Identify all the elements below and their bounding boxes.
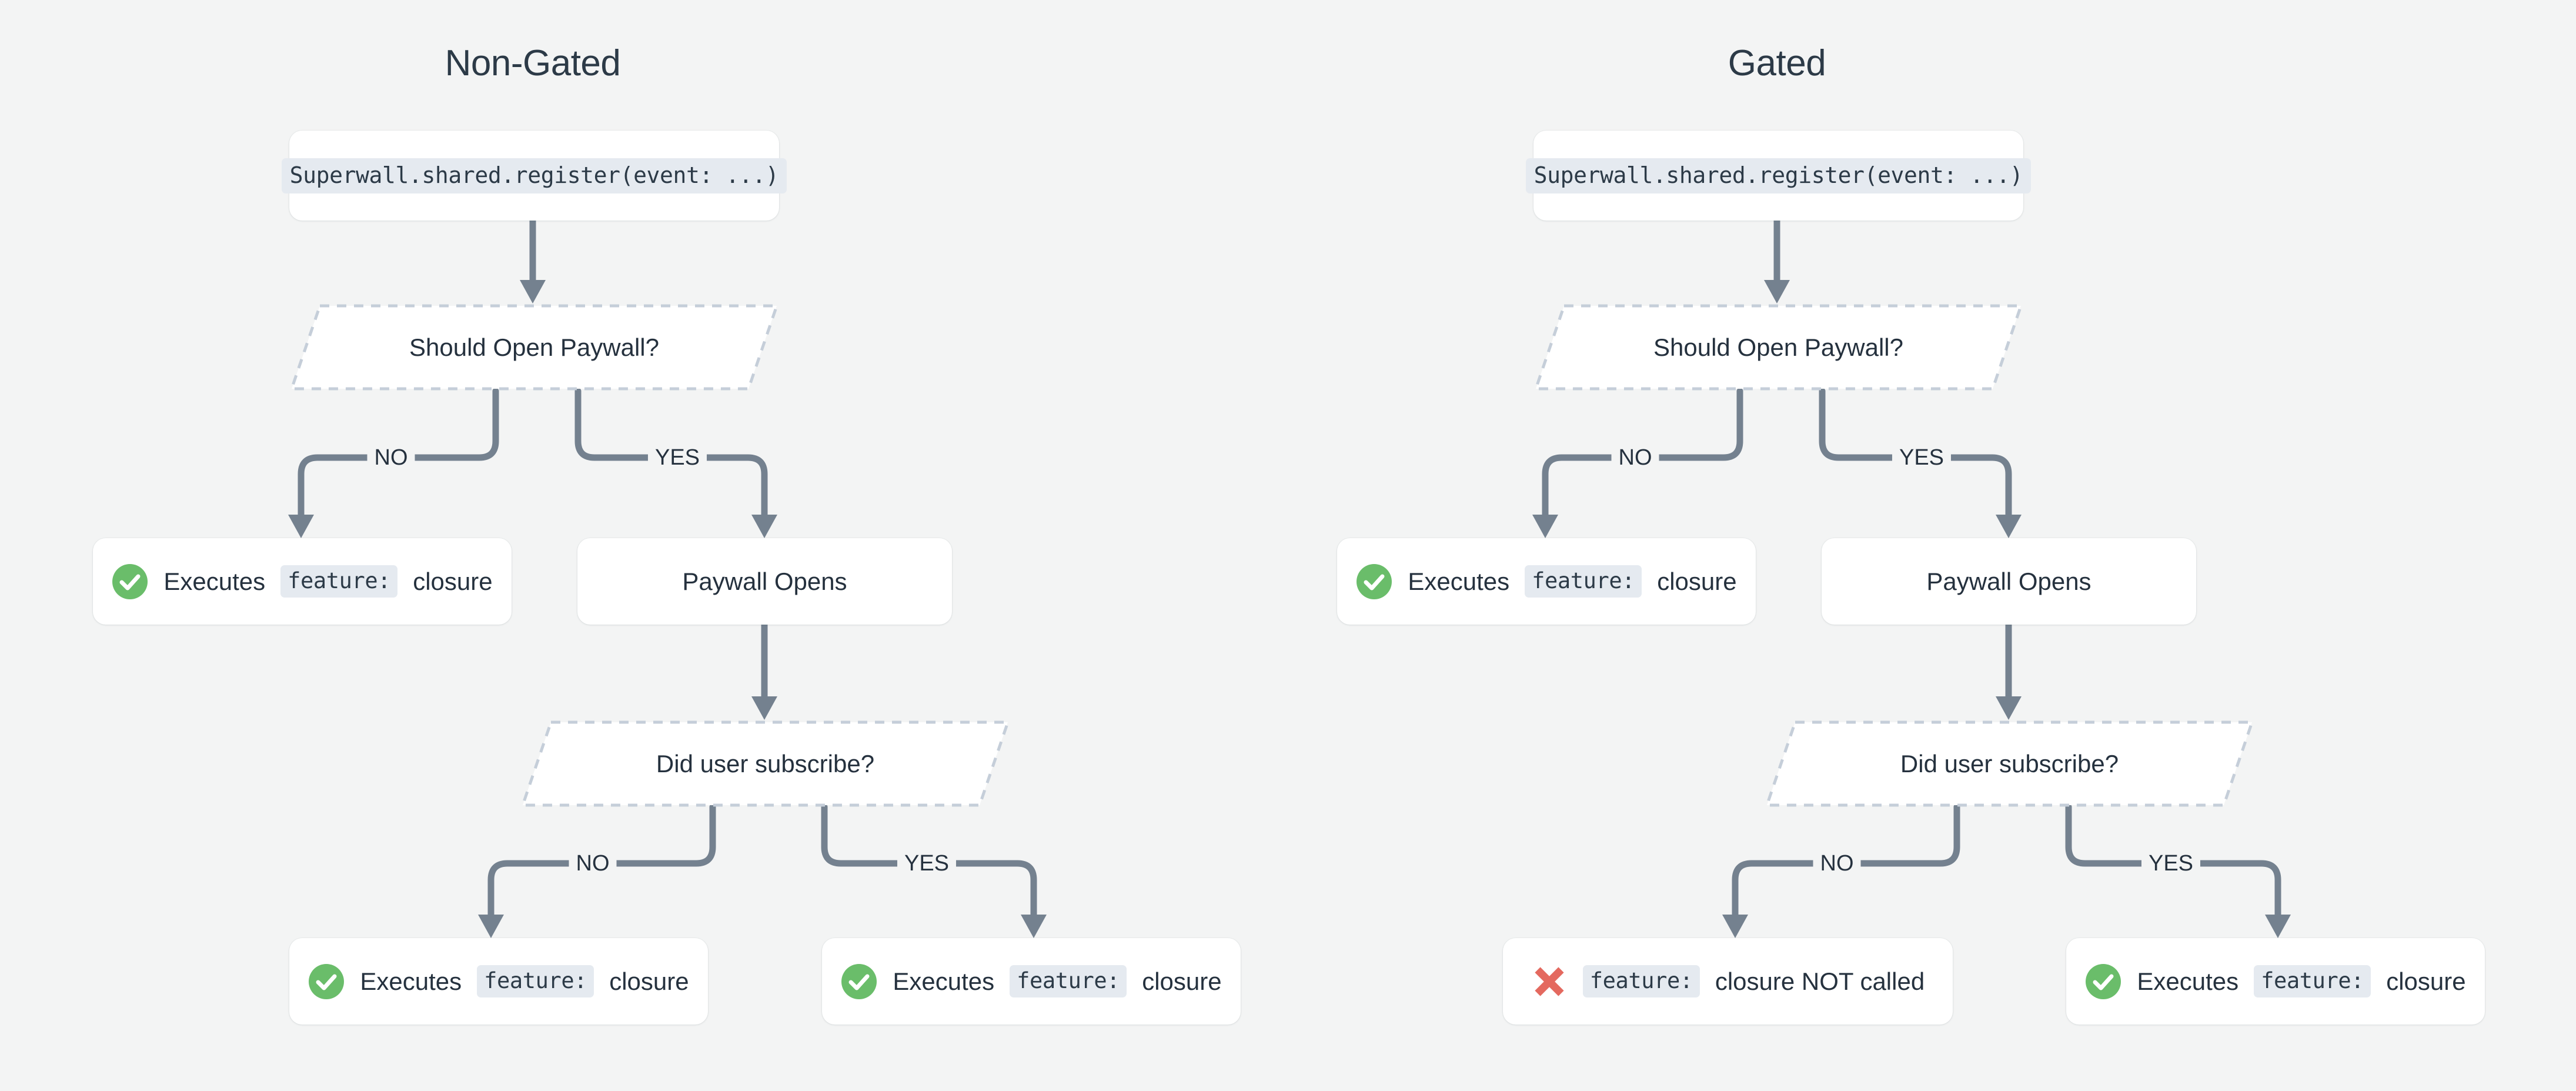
node-decision-should-open-paywall-left: Should Open Paywall? bbox=[289, 303, 779, 391]
edge-label-no-2-left: NO bbox=[569, 852, 617, 875]
result-suffix: closure NOT called bbox=[1715, 967, 1925, 995]
result-code: feature: bbox=[1525, 565, 1642, 598]
arrowhead bbox=[2265, 915, 2291, 938]
node-paywall-opens-left: Paywall Opens bbox=[577, 538, 952, 625]
node-paywall-opens-right: Paywall Opens bbox=[1822, 538, 2196, 625]
trapezoid-shape bbox=[1765, 720, 2254, 808]
check-circle-icon bbox=[112, 563, 148, 599]
edge-label-yes-2-left: YES bbox=[897, 852, 957, 875]
decision-label-left-1: Should Open Paywall? bbox=[409, 333, 659, 361]
trapezoid-shape bbox=[289, 303, 779, 391]
arrowhead bbox=[478, 915, 504, 938]
arrowhead bbox=[1021, 915, 1047, 938]
arrowhead bbox=[288, 515, 314, 538]
trapezoid-shape bbox=[1533, 303, 2023, 391]
arrowhead bbox=[1722, 915, 1748, 938]
column-title-gated: Gated bbox=[1728, 43, 1826, 84]
node-executes-closure-left-no: Executes feature: closure bbox=[93, 538, 512, 625]
decision-label-right-1: Should Open Paywall? bbox=[1653, 333, 1903, 361]
cross-icon bbox=[1535, 966, 1564, 996]
result-code: feature: bbox=[1010, 965, 1127, 997]
node-decision-did-user-subscribe-right: Did user subscribe? bbox=[1765, 720, 2254, 808]
node-register-left: Superwall.shared.register(event: ...) bbox=[281, 131, 787, 221]
edge-label-no-2-right: NO bbox=[1813, 852, 1861, 875]
edge-label-no-1-right: NO bbox=[1611, 446, 1659, 469]
result-prefix: Executes bbox=[2137, 967, 2239, 995]
result-code: feature: bbox=[2254, 965, 2371, 997]
result-prefix: Executes bbox=[163, 567, 266, 595]
decision-label-left-2: Did user subscribe? bbox=[656, 749, 875, 778]
result-suffix: closure bbox=[1142, 967, 1222, 995]
check-circle-icon bbox=[2086, 963, 2121, 999]
decision-label-right-2: Did user subscribe? bbox=[1900, 749, 2119, 778]
arrowhead bbox=[520, 280, 546, 303]
node-register-right: Superwall.shared.register(event: ...) bbox=[1525, 131, 2032, 221]
arrowhead bbox=[1996, 515, 2022, 538]
result-code: feature: bbox=[1582, 965, 1700, 997]
node-result-right-sub-yes: Executes feature: closure bbox=[2066, 938, 2485, 1025]
node-result-left-sub-yes: Executes feature: closure bbox=[822, 938, 1241, 1025]
trapezoid-shape bbox=[520, 720, 1010, 808]
node-result-left-sub-no: Executes feature: closure bbox=[289, 938, 708, 1025]
edge-label-yes-1-right: YES bbox=[1892, 446, 1952, 469]
result-prefix: Executes bbox=[360, 967, 462, 995]
node-result-right-sub-no: feature: closure NOT called bbox=[1503, 938, 1953, 1025]
result-suffix: closure bbox=[413, 567, 493, 595]
arrowhead bbox=[1764, 280, 1790, 303]
node-decision-did-user-subscribe-left: Did user subscribe? bbox=[520, 720, 1010, 808]
node-decision-should-open-paywall-right: Should Open Paywall? bbox=[1533, 303, 2023, 391]
column-title-non-gated: Non-Gated bbox=[445, 43, 621, 84]
result-code: feature: bbox=[477, 965, 594, 997]
check-circle-icon bbox=[1357, 563, 1392, 599]
arrowhead bbox=[1996, 696, 2022, 720]
register-code-right: Superwall.shared.register(event: ...) bbox=[1525, 158, 2032, 193]
check-circle-icon bbox=[309, 963, 345, 999]
arrowhead bbox=[1532, 515, 1558, 538]
edge-label-no-1-left: NO bbox=[367, 446, 415, 469]
arrowhead bbox=[751, 515, 777, 538]
edge-label-yes-1-left: YES bbox=[647, 446, 707, 469]
result-prefix: Executes bbox=[1408, 567, 1510, 595]
paywall-opens-label-left: Paywall Opens bbox=[682, 567, 847, 595]
result-suffix: closure bbox=[609, 967, 689, 995]
result-suffix: closure bbox=[2386, 967, 2466, 995]
check-circle-icon bbox=[841, 963, 877, 999]
result-suffix: closure bbox=[1657, 567, 1737, 595]
register-code-left: Superwall.shared.register(event: ...) bbox=[281, 158, 787, 193]
arrowhead bbox=[751, 696, 777, 720]
result-code: feature: bbox=[280, 565, 398, 598]
paywall-opens-label-right: Paywall Opens bbox=[1926, 567, 2091, 595]
edge-label-yes-2-right: YES bbox=[2141, 852, 2201, 875]
node-executes-closure-right-no: Executes feature: closure bbox=[1337, 538, 1756, 625]
result-prefix: Executes bbox=[893, 967, 995, 995]
